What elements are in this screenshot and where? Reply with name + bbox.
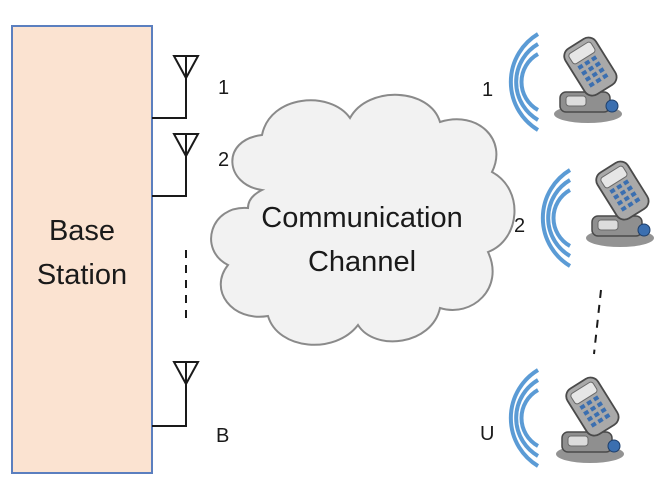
user-label: U [480, 423, 494, 445]
base-station-label-line1: Base [49, 215, 115, 247]
antenna-icon [173, 55, 199, 115]
antenna-label: 1 [218, 77, 229, 99]
antenna-feed-line [152, 114, 187, 119]
antenna-icon [173, 361, 199, 421]
channel-label-line1: Communication [261, 202, 462, 234]
channel-label-line2: Channel [308, 246, 416, 278]
user-2: 2 [514, 157, 655, 268]
mobile-phone-icon [555, 373, 625, 464]
antenna-icon [173, 133, 199, 193]
mobile-phone-icon [553, 33, 623, 124]
mobile-phone-icon [585, 157, 655, 248]
base-station-box [11, 25, 153, 474]
antenna-b: B [152, 361, 229, 447]
user-label: 2 [514, 215, 525, 237]
antenna-2: 2 [152, 133, 229, 197]
antenna-feed-line [152, 192, 187, 197]
antenna-label: 2 [218, 149, 229, 171]
signal-waves-icon [508, 32, 540, 132]
user-1: 1 [482, 32, 623, 132]
antenna-1: 1 [152, 55, 229, 119]
base-station-label-line2: Station [37, 259, 127, 291]
communication-channel-cloud: Communication Channel [210, 93, 516, 346]
signal-waves-icon [540, 168, 572, 268]
user-label: 1 [482, 79, 493, 101]
antenna-feed-line [152, 420, 187, 427]
antenna-label: B [216, 425, 229, 447]
user-ellipsis [593, 289, 602, 355]
signal-waves-icon [508, 368, 540, 468]
user-u: U [480, 368, 625, 468]
